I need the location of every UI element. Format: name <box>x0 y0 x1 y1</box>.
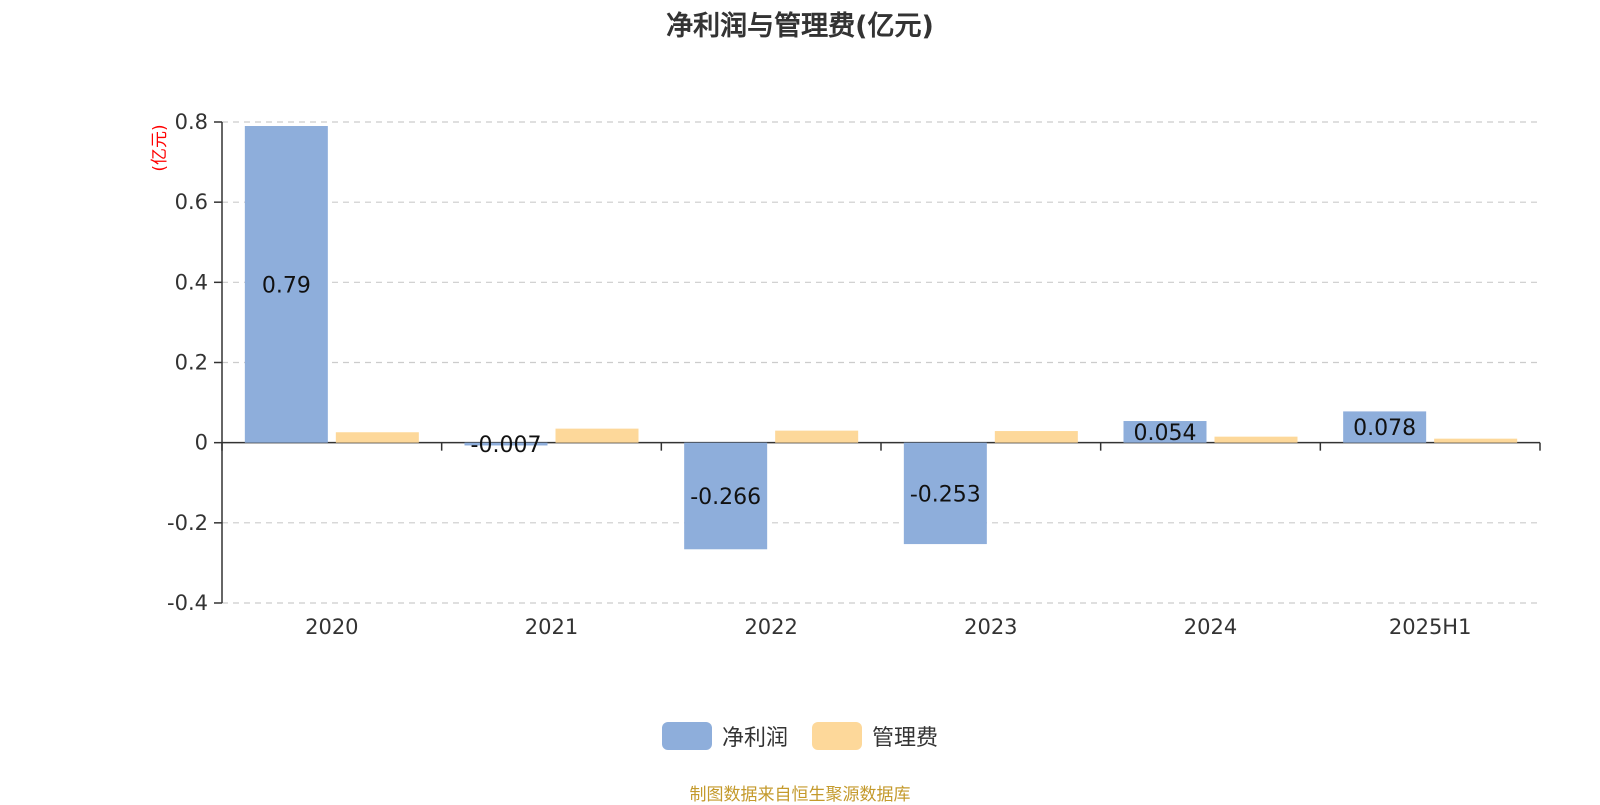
data-label-2024: 0.054 <box>1134 421 1197 446</box>
data-label-2025H1: 0.078 <box>1353 416 1416 441</box>
legend-swatch-admin-expense <box>812 722 862 750</box>
axes: -0.4 -0.2 0 0.2 0.4 0.6 0.8 2020 2021 2022 2023 202… <box>167 110 1541 639</box>
bar-admin-expense-2022 <box>775 430 859 443</box>
x-tick-label-5: 2025H1 <box>1389 615 1472 639</box>
y-tick-label-2: 0 <box>195 431 208 455</box>
y-tick-label-6: 0.8 <box>175 110 208 134</box>
bar-admin-expense-2023 <box>994 431 1078 443</box>
legend: 净利润 管理费 <box>0 720 1600 752</box>
y-axis-unit-label: (亿元) <box>150 124 170 171</box>
bar-net-profit-2023 <box>903 442 987 545</box>
legend-swatch-net-profit <box>661 722 712 750</box>
bar-chart: -0.4 -0.2 0 0.2 0.4 0.6 0.8 2020 2021 2022 2023 202… <box>150 110 1541 639</box>
x-tick-label-1: 2021 <box>525 615 578 639</box>
x-tick-label-4: 2024 <box>1184 615 1237 639</box>
data-label-2022: -0.266 <box>690 485 761 510</box>
bars <box>244 126 1518 550</box>
y-tick-label-5: 0.6 <box>175 190 208 214</box>
y-tick-label-1: -0.2 <box>167 511 208 535</box>
bar-net-profit-2025H1 <box>1343 411 1427 443</box>
bar-admin-expense-2024 <box>1214 436 1298 443</box>
legend-item-net-profit[interactable]: 净利润 <box>661 720 788 752</box>
x-tick-label-0: 2020 <box>305 615 358 639</box>
source-note: 制图数据来自恒生聚源数据库 <box>689 785 911 805</box>
data-label-2023: -0.253 <box>910 482 981 507</box>
grid-lines <box>222 121 1540 604</box>
data-labels: 0.79 -0.007 -0.266 -0.253 0.054 0.078 <box>262 273 1416 510</box>
bar-admin-expense-2025H1 <box>1434 438 1518 443</box>
bar-net-profit-2022 <box>684 442 768 550</box>
x-tick-label-2: 2022 <box>744 615 797 639</box>
data-label-2021: -0.007 <box>471 433 542 458</box>
y-tick-label-0: -0.4 <box>167 591 208 615</box>
legend-label-admin-expense: 管理费 <box>872 726 939 751</box>
y-tick-label-3: 0.2 <box>175 351 208 375</box>
bar-admin-expense-2020 <box>335 432 419 443</box>
bar-net-profit-2024 <box>1123 421 1207 443</box>
bar-admin-expense-2021 <box>555 428 639 443</box>
bar-net-profit-2021 <box>464 442 548 446</box>
data-label-2020: 0.79 <box>262 273 311 298</box>
legend-label-net-profit: 净利润 <box>721 726 788 751</box>
x-tick-label-3: 2023 <box>964 615 1017 639</box>
y-tick-label-4: 0.4 <box>175 270 208 294</box>
chart-title: 净利润与管理费(亿元) <box>666 11 934 42</box>
legend-item-admin-expense[interactable]: 管理费 <box>812 720 938 752</box>
bar-net-profit-2020 <box>244 126 328 443</box>
